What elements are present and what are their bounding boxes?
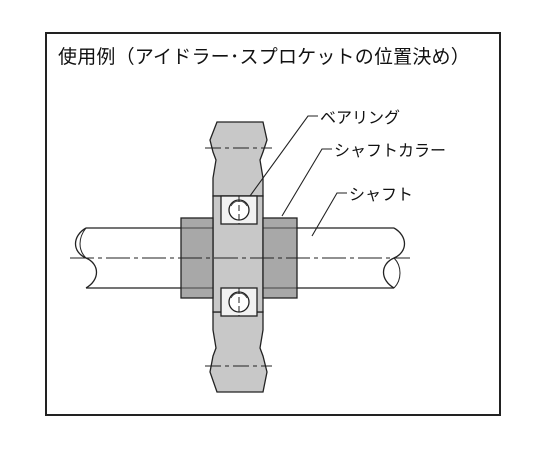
diagram-title: 使用例（アイドラー･スプロケットの位置決め） bbox=[58, 46, 470, 68]
label-shaft-collar: シャフトカラー bbox=[334, 141, 447, 160]
leader-shaft bbox=[311, 192, 347, 237]
sprocket-bottom-tooth bbox=[209, 311, 268, 393]
sprocket bbox=[209, 121, 268, 393]
center-lines bbox=[70, 147, 410, 367]
outer-border bbox=[45, 32, 501, 416]
label-bearing: ベアリング bbox=[320, 108, 401, 127]
leader-bearing bbox=[249, 115, 318, 197]
label-shaft: シャフト bbox=[349, 185, 414, 204]
leader-lines bbox=[249, 115, 347, 237]
leader-shaft-collar bbox=[281, 148, 332, 217]
